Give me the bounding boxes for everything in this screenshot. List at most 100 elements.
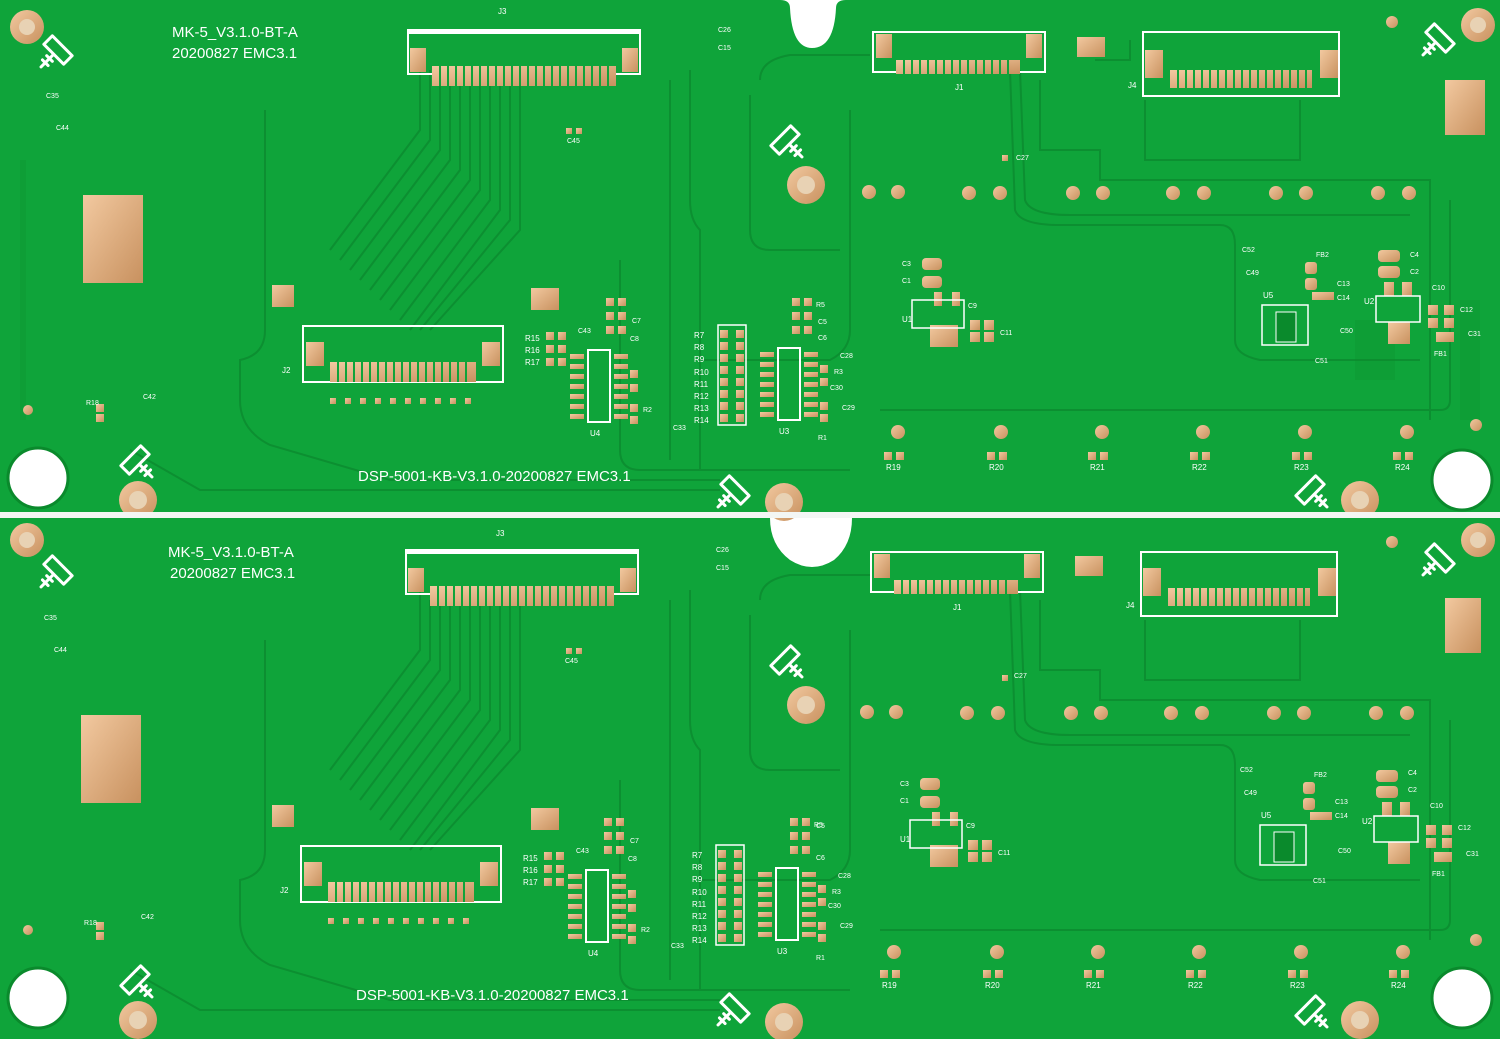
ref-c5-top: C5	[818, 319, 827, 326]
ref-c9-bottom: C9	[966, 823, 975, 830]
ref-fb1-top: FB1	[1434, 351, 1447, 358]
footer-label-bottom: DSP-5001-KB-V3.1.0-20200827 EMC3.1	[356, 987, 629, 1004]
ref-c27-bottom: C27	[1014, 673, 1027, 680]
ref-u1-bottom: U1	[900, 835, 911, 844]
ref-c43-bottom: C43	[576, 848, 589, 855]
ref-c15-top: C15	[718, 45, 731, 52]
ref-c1-bottom: C1	[900, 798, 909, 805]
ref-c30-top: C30	[830, 385, 843, 392]
ref-r12-top: R12	[694, 392, 709, 401]
ref-c27-top: C27	[1016, 155, 1029, 162]
ref-r1-top: R1	[818, 435, 827, 442]
ref-j1-bottom: J1	[953, 603, 962, 612]
ref-c8-top: C8	[630, 336, 639, 343]
ref-c2-bottom: C2	[1408, 787, 1417, 794]
ref-r20-top: R20	[989, 463, 1004, 472]
ref-r19-bottom: R19	[882, 981, 897, 990]
ref-c51-top: C51	[1315, 358, 1328, 365]
ref-c7-top: C7	[632, 318, 641, 325]
ref-u5-bottom: U5	[1261, 811, 1272, 820]
ref-r8-top: R8	[694, 343, 705, 352]
ref-c11-top: C11	[1000, 330, 1012, 337]
ref-r24-top: R24	[1395, 463, 1410, 472]
ref-r14-bottom: R14	[692, 936, 707, 945]
ref-c49-bottom: C49	[1244, 790, 1257, 797]
ref-r18-top: R18	[86, 400, 99, 407]
ref-r9-top: R9	[694, 355, 705, 364]
ref-r11-top: R11	[694, 380, 709, 389]
ref-r24-bottom: R24	[1391, 981, 1406, 990]
footer-label-top: DSP-5001-KB-V3.1.0-20200827 EMC3.1	[358, 468, 631, 485]
ref-c28-bottom: C28	[838, 873, 851, 880]
ref-c44-bottom: C44	[54, 647, 67, 654]
ref-r20-bottom: R20	[985, 981, 1000, 990]
pcb-board-bottom: MK-5_V3.1.0-BT-A 20200827 EMC3.1 DSP-500…	[0, 518, 1500, 1039]
ref-r21-top: R21	[1090, 463, 1105, 472]
ref-c45-bottom: C45	[565, 658, 578, 665]
ref-r13-top: R13	[694, 404, 709, 413]
ref-c45-top: C45	[567, 138, 580, 145]
ref-c26-bottom: C26	[716, 547, 729, 554]
ref-j4-top: J4	[1128, 81, 1137, 90]
ref-r17-bottom: R17	[523, 878, 538, 887]
ref-r9-bottom: R9	[692, 875, 703, 884]
ref-u3-top: U3	[779, 427, 790, 436]
ref-c35-bottom: C35	[44, 615, 57, 622]
ref-c4-bottom: C4	[1408, 770, 1417, 777]
ref-u1-top: U1	[902, 315, 913, 324]
ref-r22-top: R22	[1192, 463, 1207, 472]
ref-fb2-top: FB2	[1316, 252, 1329, 259]
ref-r10-bottom: R10	[692, 888, 707, 897]
ref-r13-bottom: R13	[692, 924, 707, 933]
ref-r16-top: R16	[525, 346, 540, 355]
ref-c3-bottom: C3	[900, 781, 909, 788]
ref-c33-top: C33	[673, 425, 686, 432]
ref-r22-bottom: R22	[1188, 981, 1203, 990]
ref-r7-bottom: R7	[692, 851, 703, 860]
ref-c26-top: C26	[718, 27, 731, 34]
ref-r10-top: R10	[694, 368, 709, 377]
ref-j3-bottom: J3	[496, 529, 505, 538]
ref-c7-bottom: C7	[630, 838, 639, 845]
date-label-top: 20200827 EMC3.1	[172, 45, 297, 62]
ref-j1-top: J1	[955, 83, 964, 92]
ref-c2-top: C2	[1410, 269, 1419, 276]
ref-c42-bottom: C42	[141, 914, 154, 921]
ref-c49-top: C49	[1246, 270, 1259, 277]
ref-c28-top: C28	[840, 353, 853, 360]
ref-r2-top: R2	[643, 407, 652, 414]
ref-r18-bottom: R18	[84, 920, 97, 927]
model-label-bottom: MK-5_V3.1.0-BT-A	[168, 544, 294, 561]
date-label-bottom: 20200827 EMC3.1	[170, 565, 295, 582]
ref-c15-bottom: C15	[716, 565, 729, 572]
ref-c1-top: C1	[902, 278, 911, 285]
ref-c50-bottom: C50	[1338, 848, 1351, 855]
ref-c14-bottom: C14	[1335, 813, 1348, 820]
ref-r5-bottom: R5	[814, 822, 823, 829]
ref-c51-bottom: C51	[1313, 878, 1326, 885]
ref-j2-bottom: J2	[280, 886, 289, 895]
ref-c29-top: C29	[842, 405, 855, 412]
ref-c52-top: C52	[1242, 247, 1255, 254]
ref-u5-top: U5	[1263, 291, 1274, 300]
ref-u4-bottom: U4	[588, 949, 599, 958]
ref-c4-top: C4	[1410, 252, 1419, 259]
ref-c12-top: C12	[1460, 307, 1473, 314]
ref-fb2-bottom: FB2	[1314, 772, 1327, 779]
ref-r23-bottom: R23	[1290, 981, 1305, 990]
ref-u2-bottom: U2	[1362, 817, 1373, 826]
ref-r1-bottom: R1	[816, 955, 825, 962]
ref-c6-top: C6	[818, 335, 827, 342]
ref-u4-top: U4	[590, 429, 601, 438]
ref-r17-top: R17	[525, 358, 540, 367]
ref-r19-top: R19	[886, 463, 901, 472]
ref-r11-bottom: R11	[692, 900, 707, 909]
ref-j4-bottom: J4	[1126, 601, 1135, 610]
ref-c42-top: C42	[143, 394, 156, 401]
ref-r15-top: R15	[525, 334, 540, 343]
ref-c10-bottom: C10	[1430, 803, 1443, 810]
ref-c31-top: C31	[1468, 331, 1481, 338]
ref-r8-bottom: R8	[692, 863, 703, 872]
ref-c43-top: C43	[578, 328, 591, 335]
